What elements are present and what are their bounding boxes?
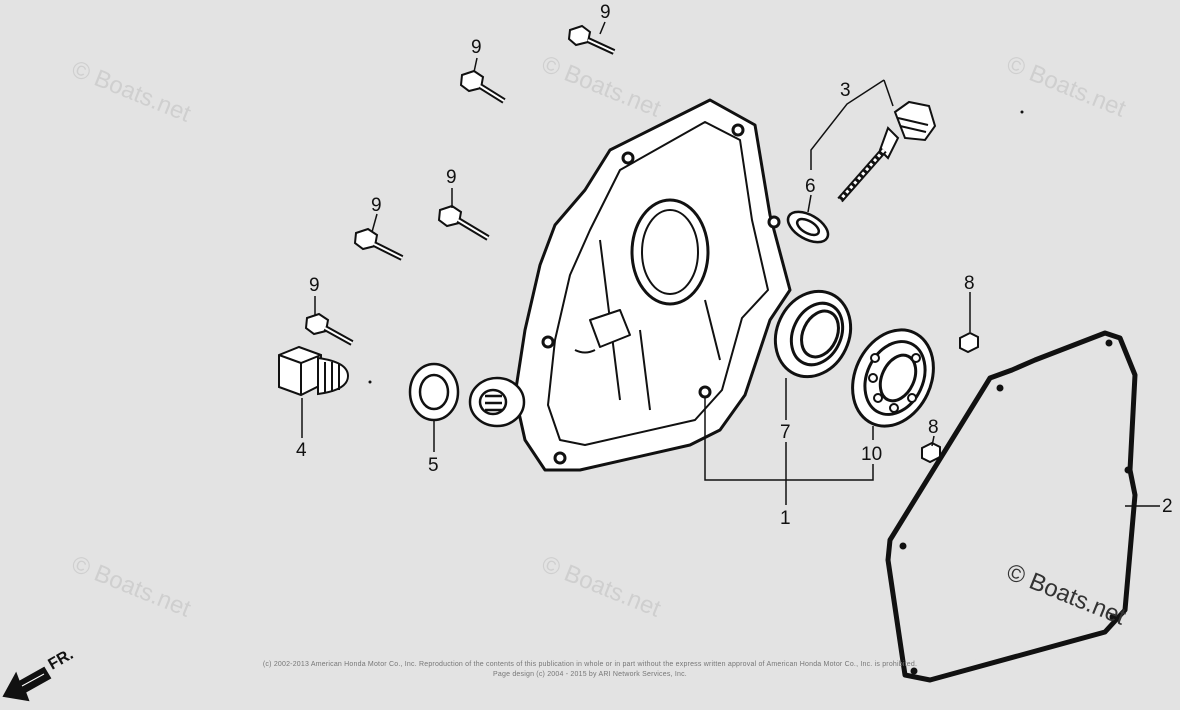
front-direction-label: FR. xyxy=(46,646,77,674)
callout-9: 9 xyxy=(600,2,611,23)
bolt-part-9[interactable] xyxy=(459,69,506,104)
watermark: © Boats.net xyxy=(68,551,195,623)
bolt-part-9[interactable] xyxy=(567,24,616,55)
cover-fitting xyxy=(468,376,526,428)
leader-lines xyxy=(301,21,1160,507)
bearing-part-10[interactable] xyxy=(837,317,948,440)
callout-4: 4 xyxy=(296,440,307,461)
gasket-part-2[interactable] xyxy=(885,330,1138,683)
copyright-line: (c) 2002-2013 American Honda Motor Co., … xyxy=(262,661,918,668)
bolt-part-9[interactable] xyxy=(304,312,354,346)
callout-7: 7 xyxy=(780,422,791,443)
callout-9: 9 xyxy=(446,167,457,188)
callout-8: 8 xyxy=(928,417,939,438)
oil-filler-cap-part-3[interactable] xyxy=(837,100,937,203)
watermark: © Boats.net xyxy=(538,51,665,123)
dot-mark xyxy=(1020,110,1024,114)
callout-1: 1 xyxy=(780,508,791,529)
oil-seal-part-5[interactable] xyxy=(408,362,460,422)
drain-plug-part-4[interactable] xyxy=(278,345,350,397)
watermark: © Boats.net xyxy=(1003,559,1130,631)
callout-10: 10 xyxy=(861,444,882,465)
bolt-part-9[interactable] xyxy=(437,204,490,241)
page-design-credit: Page design (c) 2004 - 2015 by ARI Netwo… xyxy=(493,671,687,678)
bolt-part-9[interactable] xyxy=(353,227,404,261)
watermark: © Boats.net xyxy=(68,56,195,128)
o-ring-part-6[interactable] xyxy=(783,206,833,249)
callout-9: 9 xyxy=(471,37,482,58)
oil-seal-part-7[interactable] xyxy=(762,279,864,389)
callout-5: 5 xyxy=(428,455,439,476)
callout-3: 3 xyxy=(840,80,851,101)
callout-6: 6 xyxy=(805,176,816,197)
dot-mark xyxy=(368,380,372,384)
crankcase-cover-part-1[interactable] xyxy=(513,98,792,472)
callout-9: 9 xyxy=(371,195,382,216)
front-direction-arrow-icon xyxy=(2,666,52,702)
watermark: © Boats.net xyxy=(538,551,665,623)
callout-8: 8 xyxy=(964,273,975,294)
callout-9: 9 xyxy=(309,275,320,296)
callout-2: 2 xyxy=(1162,496,1173,517)
dowel-pin-part-8[interactable] xyxy=(959,331,979,354)
